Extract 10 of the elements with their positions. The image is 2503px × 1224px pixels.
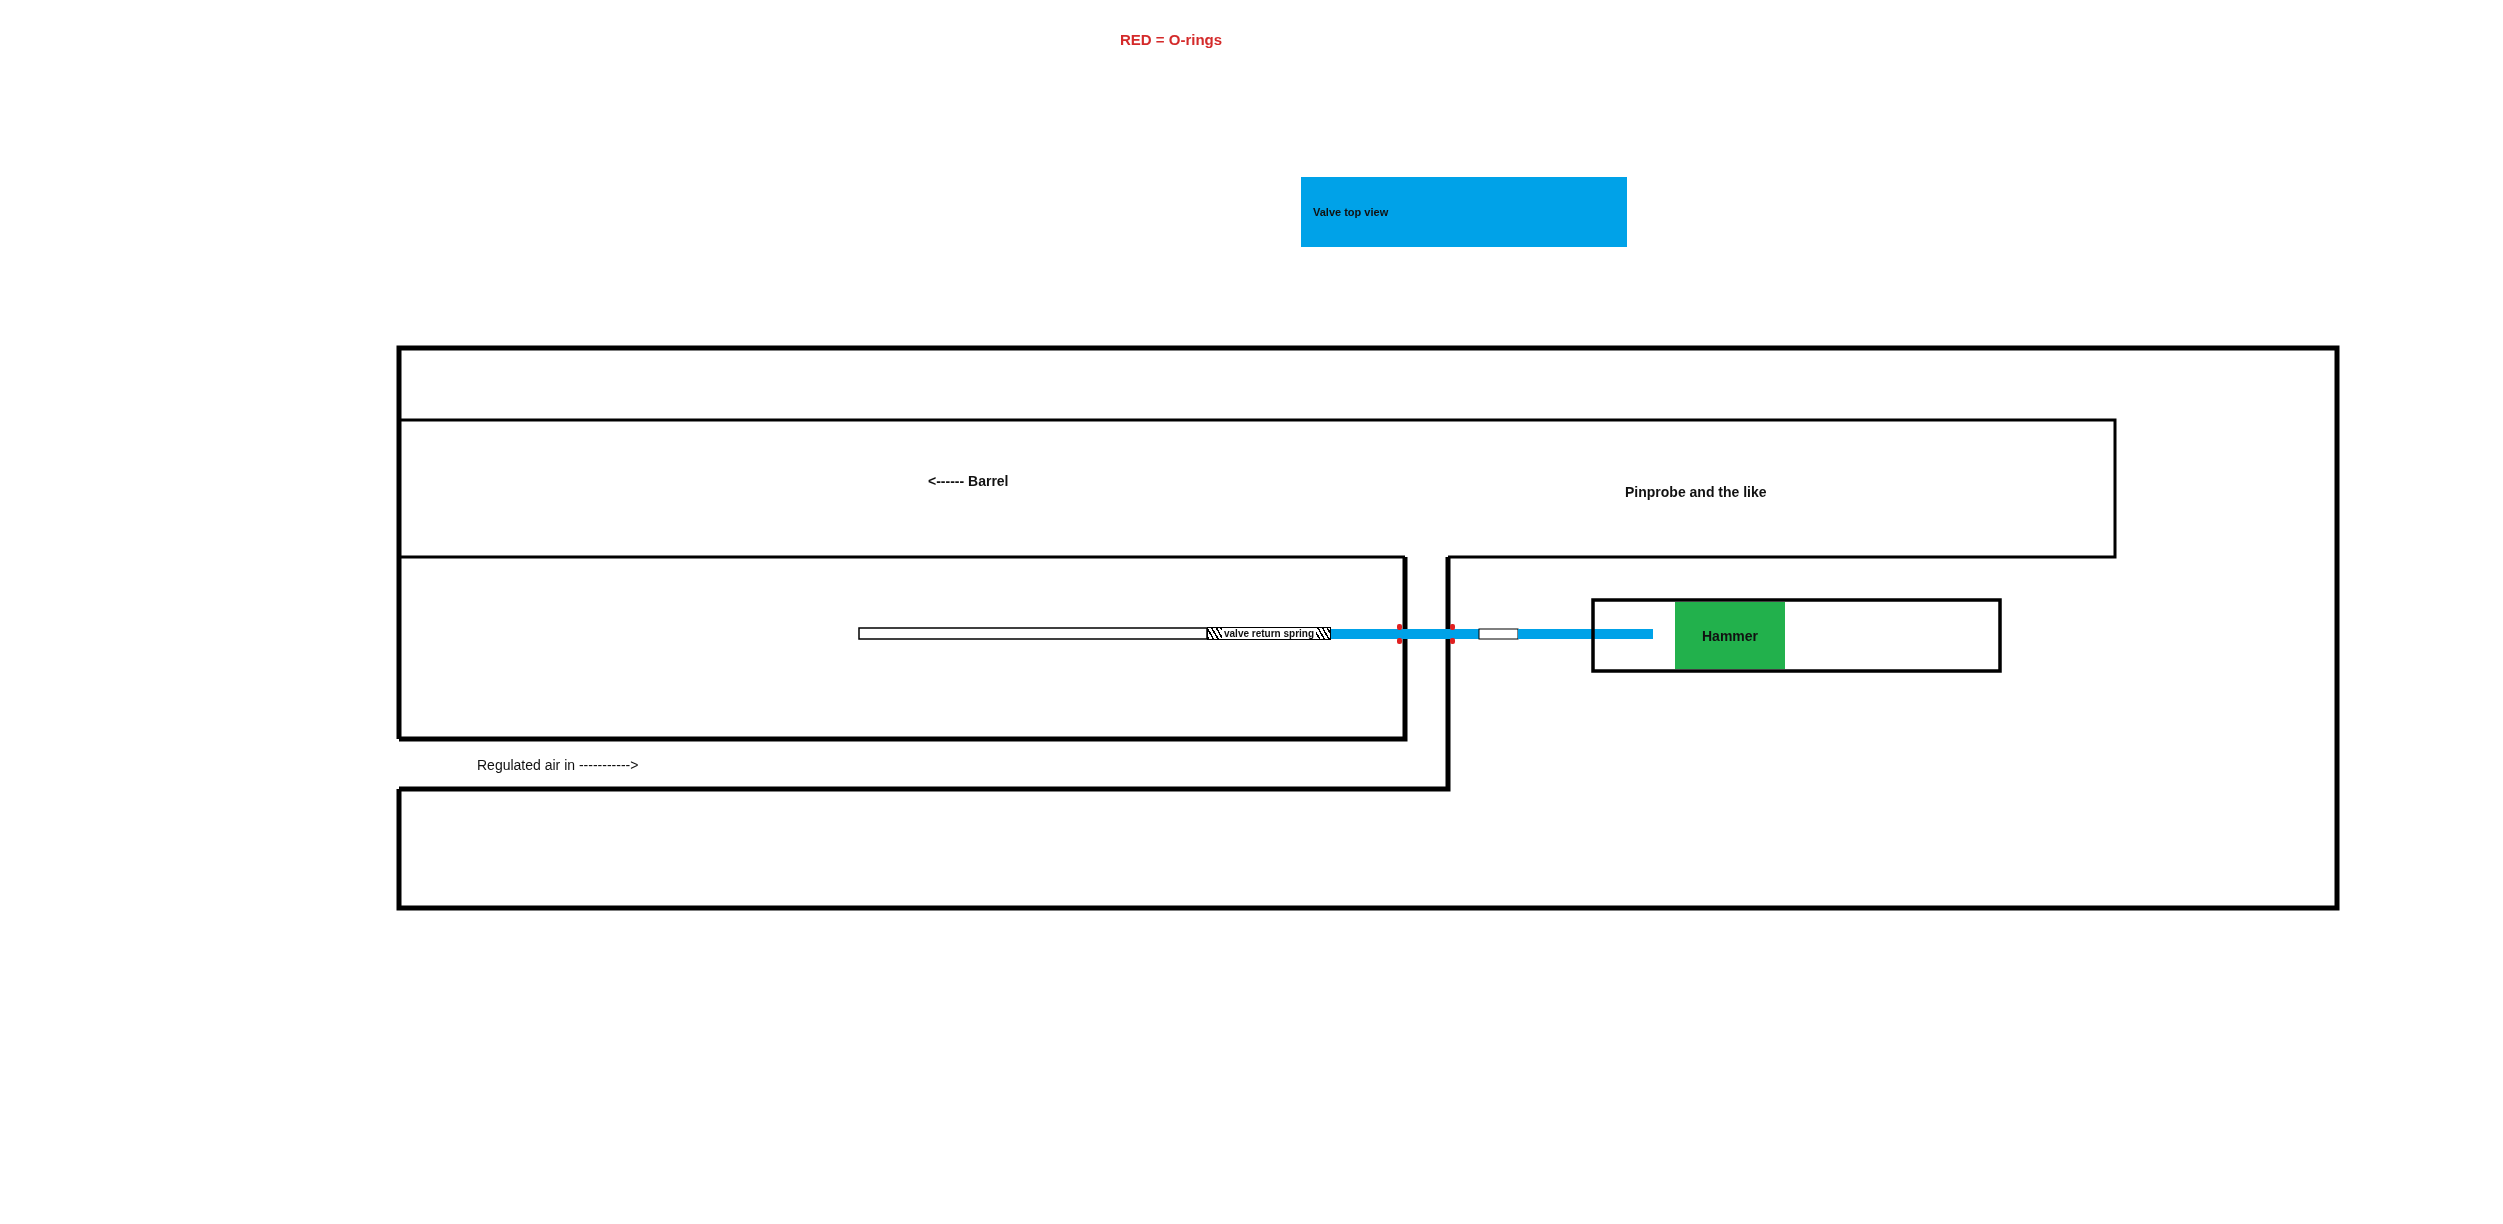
part-label: Regulated air in -----------> xyxy=(477,757,639,773)
spring xyxy=(1207,627,1331,640)
part-label: <------ Barrel xyxy=(928,473,1009,489)
hammer-label: Hammer xyxy=(1702,627,1758,644)
part-label: Pinprobe and the like xyxy=(1625,484,1767,500)
panel-label: Valve top view xyxy=(1313,206,1389,218)
valve-panel xyxy=(1301,177,1627,247)
note-text: RED = O-rings xyxy=(1120,31,1223,48)
hammer-block xyxy=(1675,602,1785,669)
spring-label: valve return spring xyxy=(1222,628,1316,639)
